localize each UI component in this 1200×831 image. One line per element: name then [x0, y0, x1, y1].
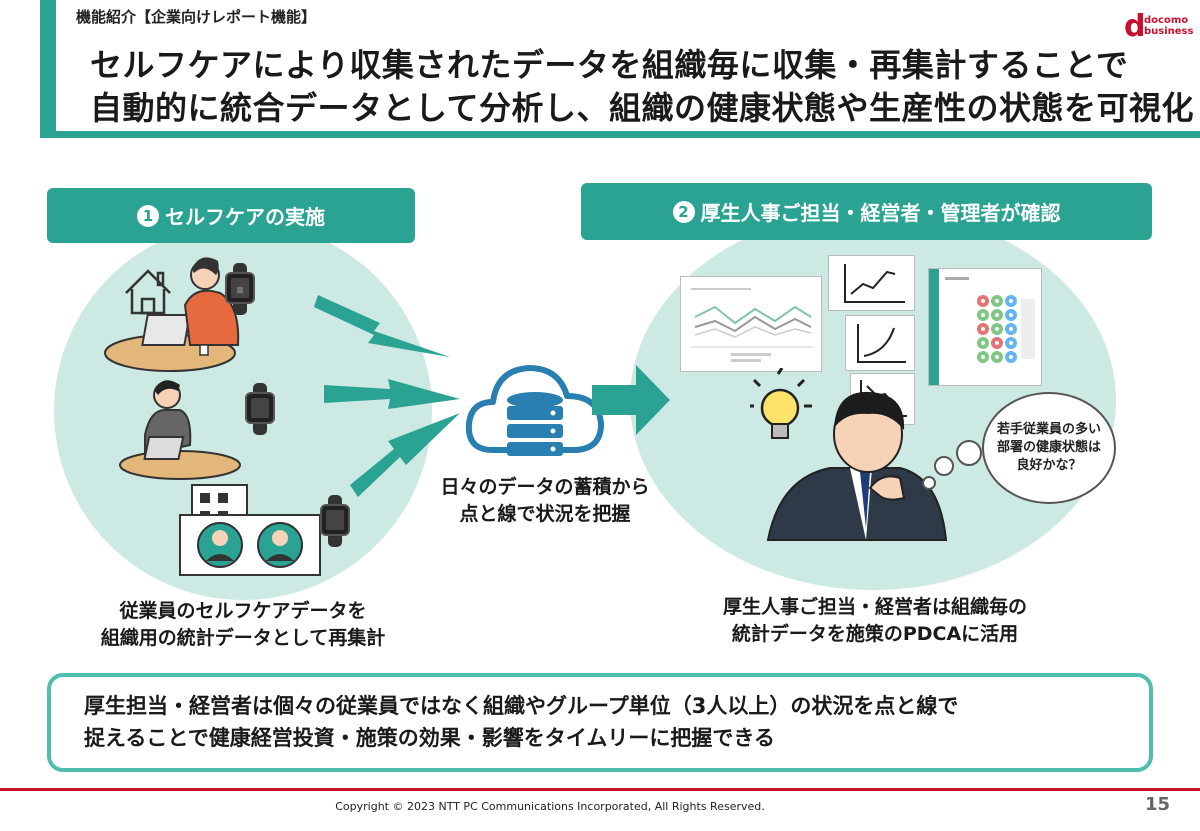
thought-dot-small [922, 476, 936, 490]
step2-header: 2 厚生人事ご担当・経営者・管理者が確認 [581, 183, 1152, 240]
smartwatch-icon [320, 495, 350, 547]
smartwatch-icon [245, 383, 275, 435]
logo-text-docomo: docomo [1144, 15, 1189, 26]
manager-illustration [750, 368, 948, 541]
left-caption-line2: 組織用の統計データとして再集計 [100, 627, 386, 649]
employees-illustration: ||| [104, 257, 350, 576]
logo-text-business: business [1144, 26, 1194, 37]
summary-text: 厚生担当・経営者は個々の従業員ではなく組織やグループ単位（3人以上）の状況を点と… [84, 690, 958, 754]
house-icon [125, 269, 171, 315]
step2-number: 2 [672, 200, 695, 223]
title-line-1: セルフケアにより収集されたデータを組織毎に収集・再集計することで [90, 46, 1129, 84]
right-caption-line2: 統計データを施策のPDCAに活用 [731, 623, 1019, 645]
step2-label: 厚生人事ご担当・経営者・管理者が確認 [700, 201, 1061, 225]
header-divider [40, 131, 1200, 138]
docomo-business-logo: d docomo business [1124, 9, 1193, 44]
thought-bubble: 若手従業員の多い 部署の健康状態は 良好かな？ [982, 392, 1116, 504]
summary-box [47, 673, 1153, 772]
thought-dot-large [956, 440, 982, 466]
center-caption-line1: 日々のデータの蓄積から [440, 476, 650, 498]
thought-bubble-text: 若手従業員の多い 部署の健康状態は 良好かな？ [997, 421, 1101, 475]
header-accent-bar [40, 0, 56, 138]
summary-line1: 厚生担当・経営者は個々の従業員ではなく組織やグループ単位（3人以上）の状況を点と… [84, 694, 959, 718]
thought-dot-medium [934, 456, 954, 476]
left-caption: 従業員のセルフケアデータを 組織用の統計データとして再集計 [58, 598, 428, 652]
lightbulb-icon [750, 368, 812, 439]
dashboard-thumbnail [928, 268, 1042, 386]
report-line-chart-thumbnail [680, 276, 822, 372]
section-label: 機能紹介【企業向けレポート機能】 [76, 8, 317, 26]
copyright: Copyright © 2023 NTT PC Communications I… [335, 800, 765, 813]
left-caption-line1: 従業員のセルフケアデータを [119, 600, 367, 622]
step1-number: 1 [137, 204, 159, 227]
cloud-database-icon [465, 365, 604, 456]
smartwatch-icon: ||| [225, 263, 255, 315]
growth-chart-icon [845, 315, 915, 371]
page-number: 15 [1144, 794, 1170, 815]
page-title: セルフケアにより収集されたデータを組織毎に収集・再集計することで 自動的に統合デ… [90, 44, 1194, 130]
thought-line1: 若手従業員の多い [996, 422, 1101, 437]
center-caption-line2: 点と線で状況を把握 [459, 503, 631, 525]
thought-line2: 部署の健康状態は [996, 440, 1101, 455]
center-caption: 日々のデータの蓄積から 点と線で状況を把握 [420, 474, 670, 528]
thought-line3: 良好かな？ [1016, 458, 1082, 473]
footer-divider [0, 788, 1200, 791]
right-caption-line1: 厚生人事ご担当・経営者は組織毎の [722, 596, 1027, 618]
step1-label: セルフケアの実施 [165, 205, 325, 229]
arrow-right-icon [592, 365, 670, 435]
step1-header: 1 セルフケアの実施 [47, 188, 415, 243]
logo-mark: d [1124, 9, 1146, 44]
title-line-2: 自動的に統合データとして分析し、組織の健康状態や生産性の状態を可視化 [90, 89, 1195, 127]
line-chart-icon [828, 255, 915, 311]
summary-line2: 捉えることで健康経営投資・施策の効果・影響をタイムリーに把握できる [84, 726, 775, 750]
svg-text:|||: ||| [237, 287, 243, 294]
right-caption: 厚生人事ご担当・経営者は組織毎の 統計データを施策のPDCAに活用 [655, 594, 1095, 648]
data-transfer-bolts [314, 295, 460, 497]
